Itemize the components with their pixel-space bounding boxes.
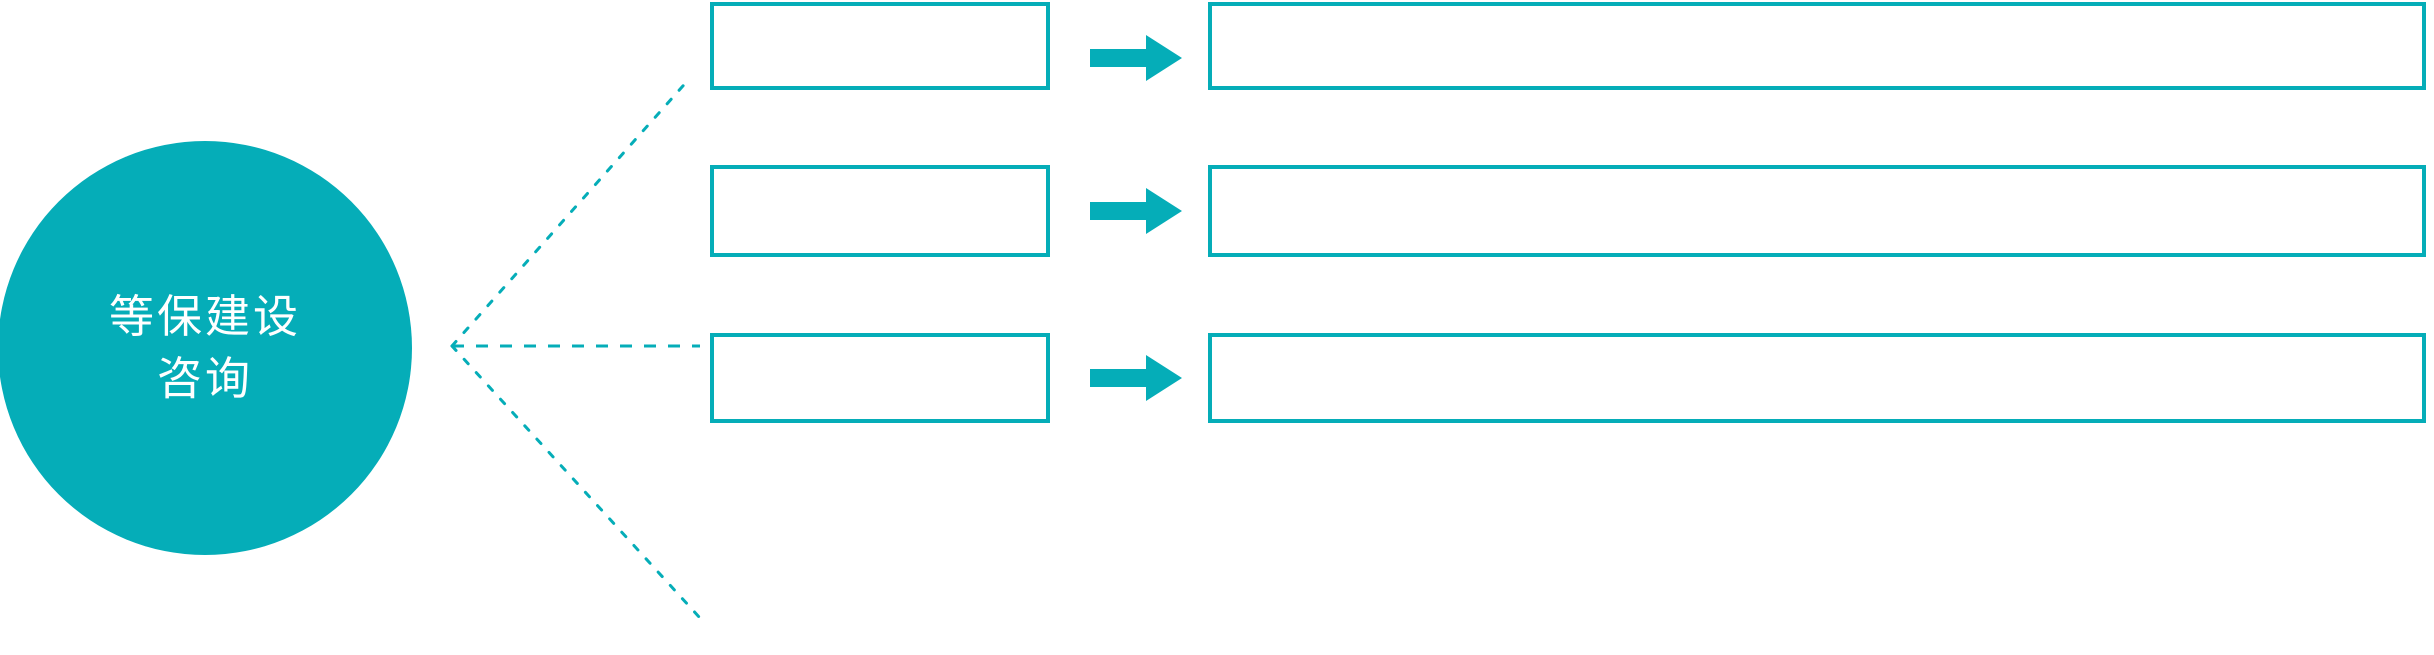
connector-line-top (450, 76, 692, 348)
hub-label-line-2: 咨询 (156, 353, 253, 404)
row-2-small-box-text (714, 169, 1046, 189)
hub-circle[interactable]: 等保建设 咨询 (0, 141, 412, 555)
row-3-small-box-text (714, 337, 1046, 357)
row-2-big-box[interactable] (1208, 165, 2426, 257)
row-1-big-box[interactable] (1208, 2, 2426, 90)
row-1-small-box-text (714, 6, 1046, 26)
row-2-small-box[interactable] (710, 165, 1050, 257)
row-1-arrow-right-icon (1090, 35, 1182, 81)
row-2-big-box-text (1212, 169, 2422, 189)
connector-line-bottom (450, 344, 702, 620)
row-3-big-box[interactable] (1208, 333, 2426, 423)
row-3-arrow-right-icon (1090, 355, 1182, 401)
row-2-arrow-right-icon (1090, 188, 1182, 234)
row-3-big-box-text (1212, 337, 2422, 357)
row-3-small-box[interactable] (710, 333, 1050, 423)
row-1-big-box-text (1212, 6, 2422, 26)
row-1-small-box[interactable] (710, 2, 1050, 90)
hub-label-line-1: 等保建设 (108, 291, 301, 342)
